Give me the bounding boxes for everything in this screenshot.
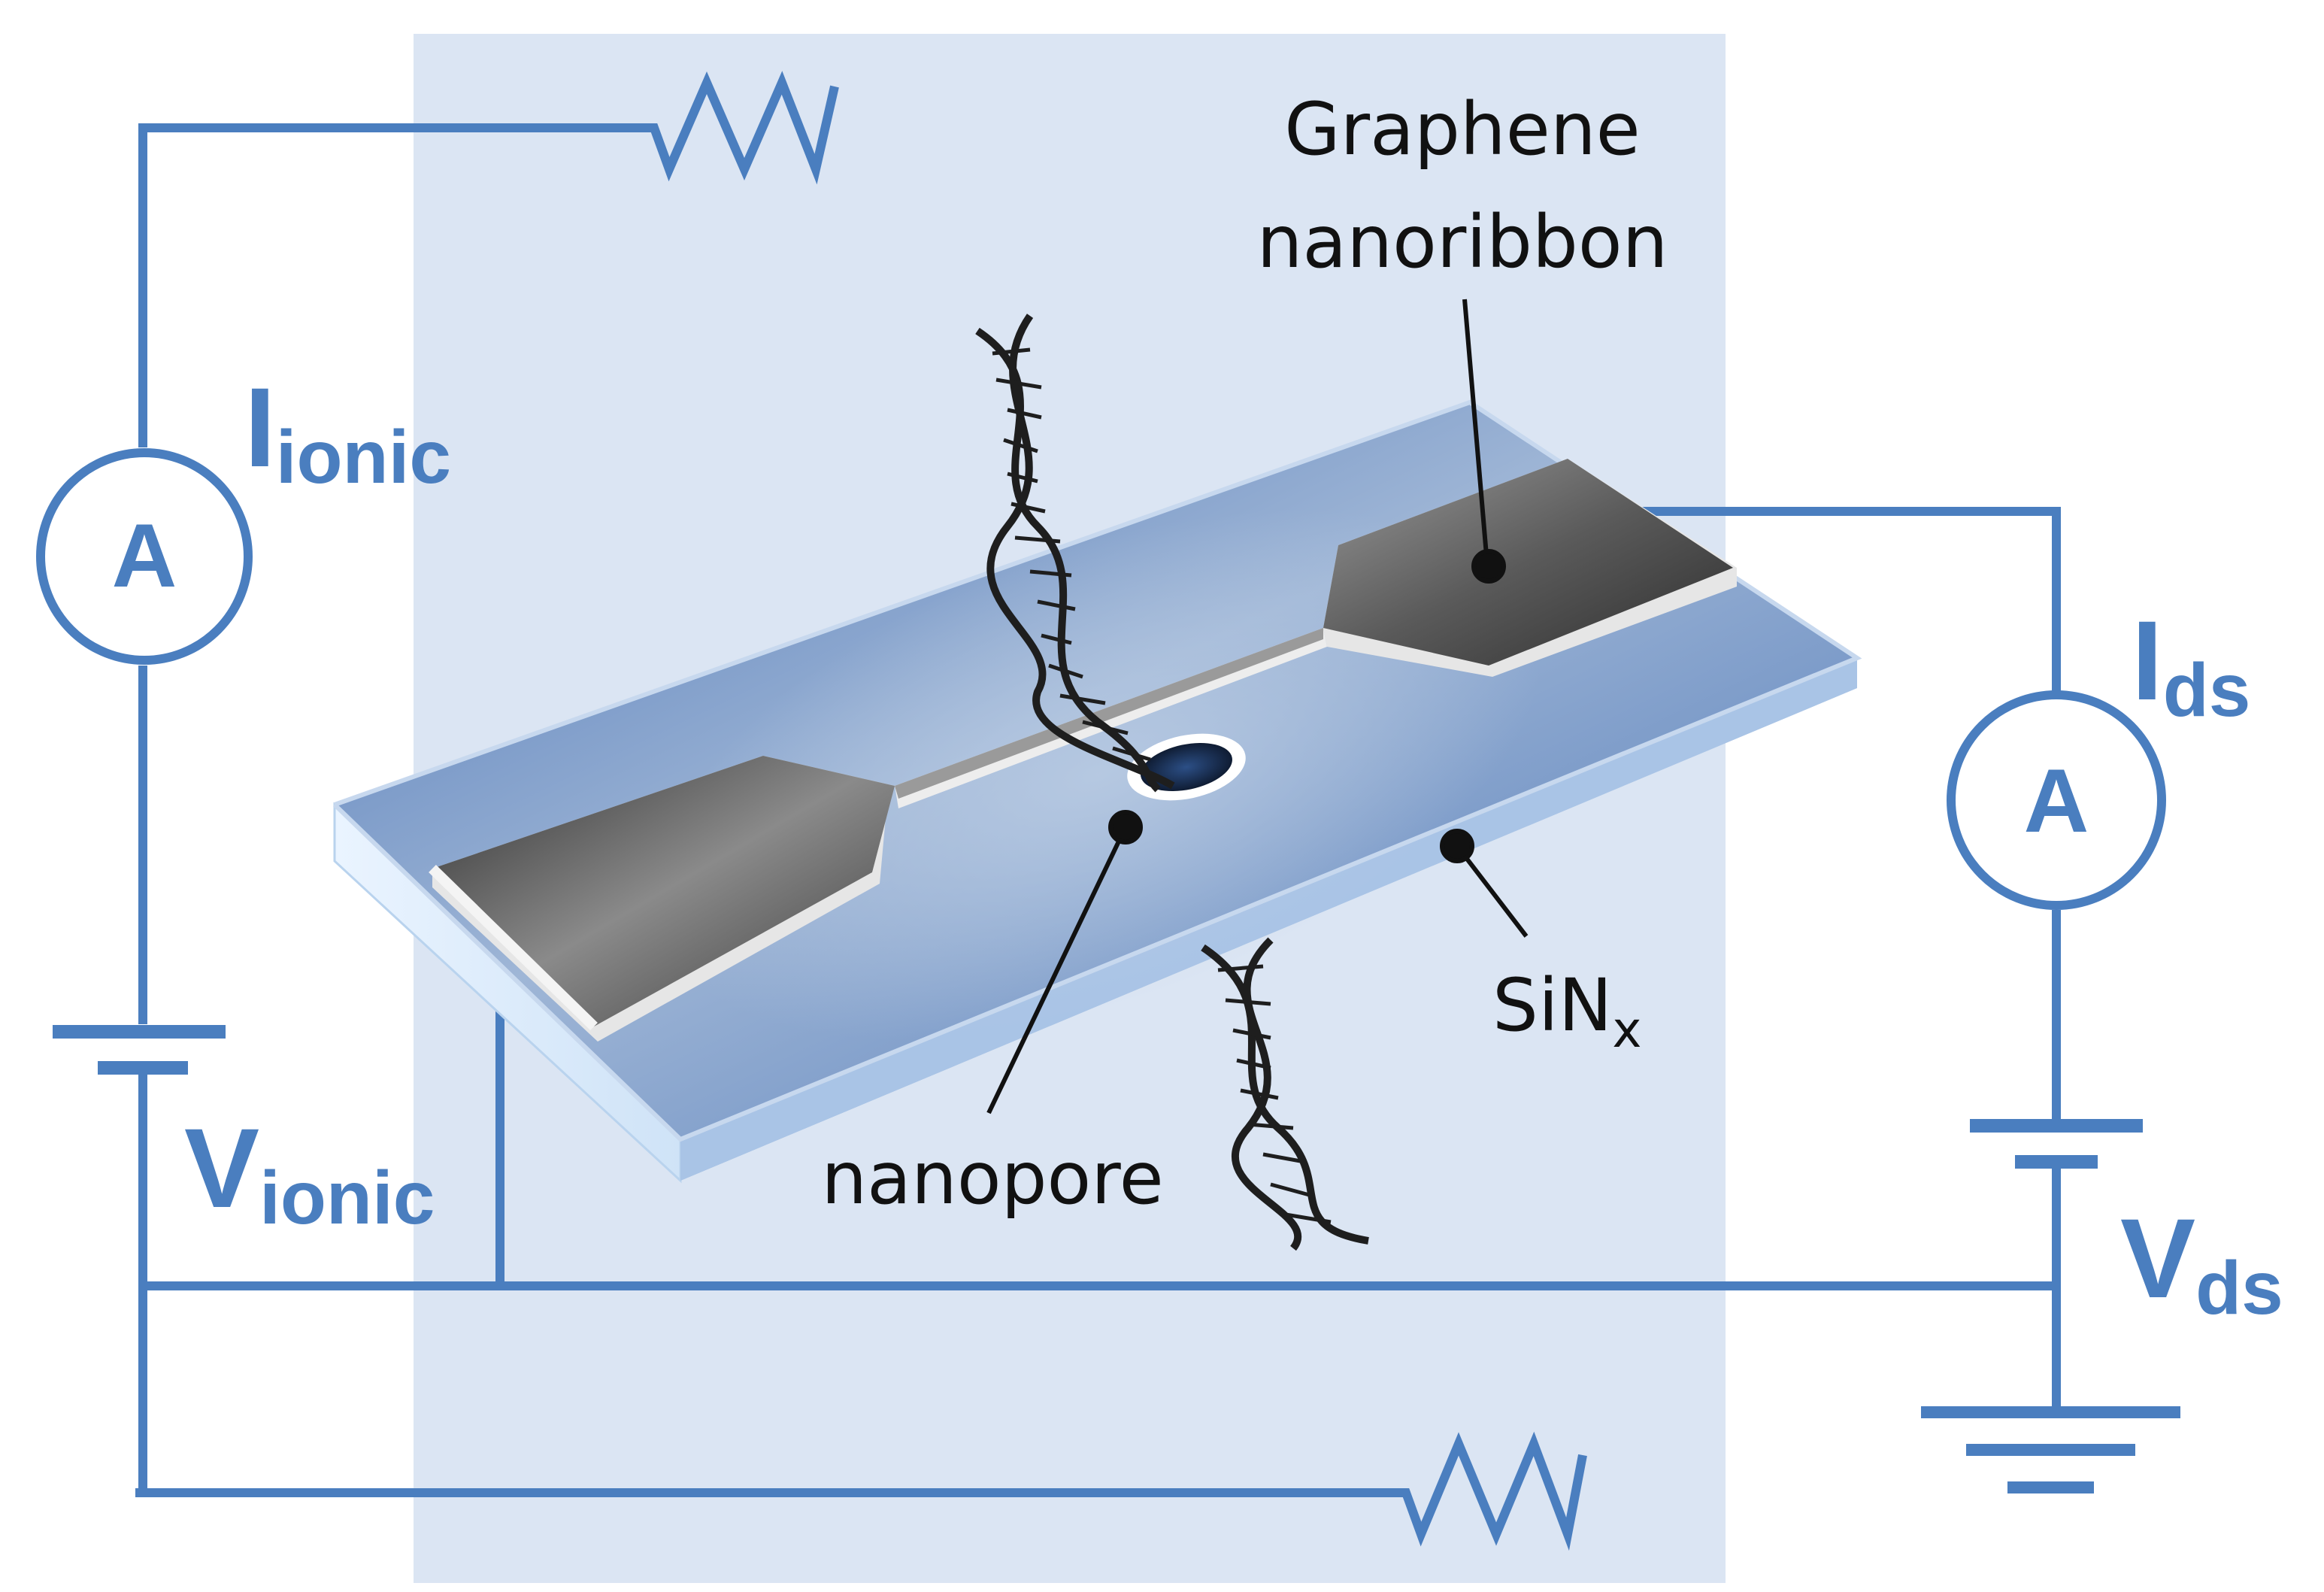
- i-ds-sub: ds: [2163, 648, 2251, 732]
- i-ionic-sub: ionic: [276, 415, 451, 499]
- right-ammeter-label: A: [2024, 751, 2089, 851]
- i-ionic-main: I: [244, 364, 276, 490]
- left-battery-icon: [53, 1025, 226, 1075]
- v-ds-label: Vds: [2120, 1195, 2283, 1330]
- sinx-label-sub: x: [1612, 1001, 1641, 1059]
- right-ammeter-icon: A: [1947, 690, 2166, 910]
- v-ionic-sub: ionic: [259, 1156, 435, 1240]
- circuit-wires: [135, 71, 2061, 1551]
- bottom-resistor-icon: [135, 1431, 1587, 1551]
- v-ds-sub: ds: [2195, 1246, 2283, 1330]
- dna-helix-icon-top: [975, 314, 1175, 793]
- graphene-electrodes: [429, 459, 1737, 1042]
- right-battery-icon: [1970, 1119, 2143, 1169]
- callout-lines: [986, 299, 1529, 1114]
- graphene-label-line1: Graphene: [1284, 87, 1640, 171]
- ground-icon: [1921, 1406, 2180, 1493]
- sinx-label-main: SiN: [1492, 963, 1612, 1048]
- left-ammeter-label: A: [112, 505, 177, 606]
- top-resistor-icon: [138, 71, 839, 447]
- sinx-label: SiNx: [1492, 963, 1641, 1059]
- nanopore-label: nanopore: [821, 1136, 1163, 1221]
- i-ds-main: I: [2132, 597, 2163, 723]
- dna-helix-icon-bottom: [1201, 937, 1369, 1251]
- i-ds-label: Ids: [2132, 597, 2250, 732]
- v-ds-main: V: [2120, 1195, 2195, 1321]
- i-ionic-label: Iionic: [244, 364, 451, 499]
- graphene-label-line2: nanoribbon: [1257, 200, 1668, 284]
- left-ammeter-icon: A: [36, 448, 253, 665]
- v-ionic-label: Vionic: [184, 1105, 435, 1240]
- v-ionic-main: V: [184, 1105, 259, 1231]
